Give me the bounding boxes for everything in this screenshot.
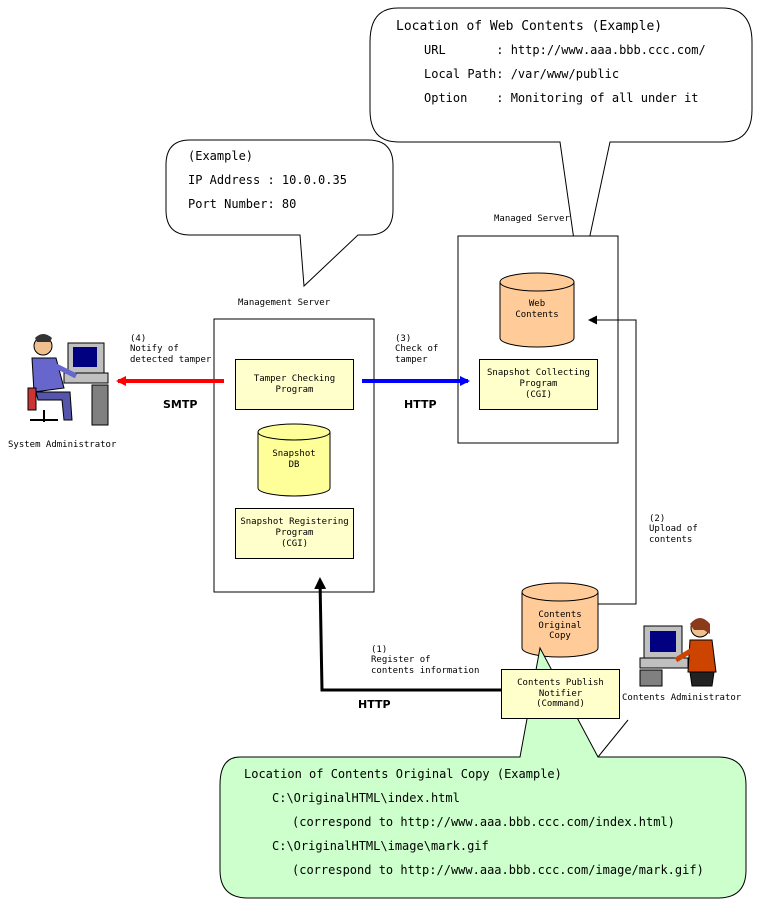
management-server-label: Management Server	[238, 298, 331, 308]
contents-publish-notifier: Contents Publish Notifier (Command)	[501, 669, 620, 719]
server-ip-address: IP Address : 10.0.0.35	[188, 173, 347, 187]
original-copy-mark-path: C:\OriginalHTML\image\mark.gif	[272, 839, 489, 853]
web-contents-cylinder	[499, 272, 575, 348]
web-contents-label: Web Contents	[515, 299, 559, 320]
web-contents-local-path: Local Path: /var/www/public	[424, 67, 620, 81]
contents-original-copy-label: Contents Original Copy	[538, 609, 582, 642]
server-callout-title: (Example)	[188, 149, 254, 163]
system-administrator-label: System Administrator	[8, 440, 117, 450]
contents-original-copy-cylinder	[521, 582, 599, 658]
step2-label: (2) Upload of contents	[649, 514, 698, 545]
managed-server-label: Managed Server	[494, 214, 570, 224]
step1-protocol: HTTP	[358, 698, 391, 711]
step4-protocol: SMTP	[163, 398, 198, 411]
register-arrow	[314, 577, 502, 692]
original-copy-callout	[219, 646, 747, 899]
contents-administrator-label: Contents Administrator	[622, 693, 742, 703]
web-contents-option: Option : Monitoring of all under it	[424, 91, 699, 105]
original-copy-mark-url: (correspond to http://www.aaa.bbb.ccc.co…	[292, 863, 704, 877]
web-contents-callout-title: Location of Web Contents (Example)	[396, 19, 663, 34]
snapshot-db-label: Snapshot DB	[272, 449, 316, 470]
original-copy-index-path: C:\OriginalHTML\index.html	[272, 791, 460, 805]
web-contents-url: URL : http://www.aaa.bbb.ccc.com/	[424, 43, 706, 57]
snapshot-collecting-program: Snapshot Collecting Program (CGI)	[479, 359, 598, 410]
step1-label: (1) Register of contents information	[371, 645, 480, 676]
step3-protocol: HTTP	[404, 398, 437, 411]
step4-label: (4) Notify of detected tamper	[130, 334, 212, 365]
server-port-number: Port Number: 80	[188, 197, 297, 211]
tamper-checking-program: Tamper Checking Program	[235, 359, 354, 410]
server-callout	[165, 139, 394, 288]
original-copy-callout-title: Location of Contents Original Copy (Exam…	[244, 767, 562, 781]
upload-arrow	[588, 315, 637, 605]
snapshot-registering-program: Snapshot Registering Program (CGI)	[235, 508, 354, 559]
original-copy-index-url: (correspond to http://www.aaa.bbb.ccc.co…	[292, 815, 675, 829]
contents-administrator-icon	[639, 618, 717, 687]
snapshot-db-cylinder	[257, 423, 331, 497]
system-administrator-icon	[27, 334, 109, 426]
step3-label: (3) Check of tamper	[395, 334, 439, 365]
